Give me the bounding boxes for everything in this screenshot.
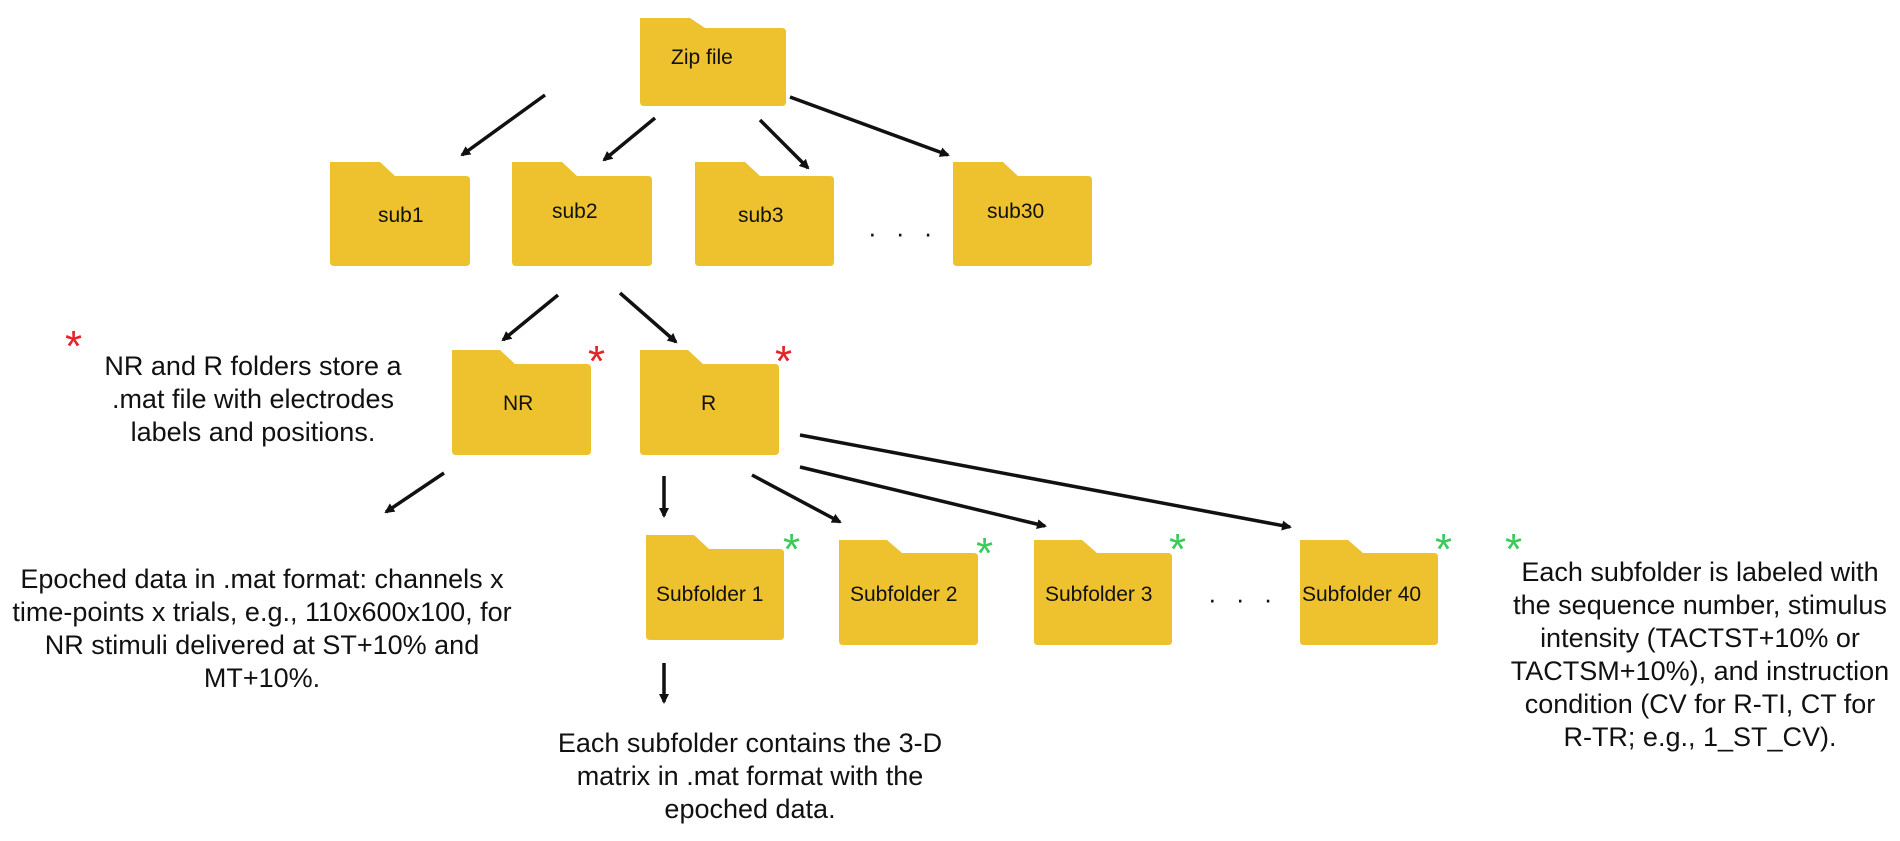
folder-r: R [640, 350, 779, 455]
folder-sub2: sub2 [512, 162, 652, 266]
green-star-subfolder40-icon: * [1435, 525, 1453, 574]
folder-label: NR [503, 392, 533, 415]
subfolder-matrix-note: Each subfolder contains the 3-D matrix i… [557, 728, 943, 824]
folder-sub3: sub3 [695, 162, 834, 266]
folder-subfolder-40: Subfolder 40 [1300, 540, 1438, 645]
folder-label: Subfolder 2 [850, 583, 957, 606]
folder-icon [330, 162, 470, 266]
red-star-nr-icon: * [588, 337, 606, 386]
arrow-r-to-subfolder40 [799, 433, 1292, 531]
nr-r-folders-note: NR and R folders store a .mat file with … [104, 351, 402, 447]
folder-label: sub3 [738, 204, 784, 227]
folder-icon [646, 535, 784, 640]
green-star-subfolder3-icon: * [1169, 525, 1187, 574]
folder-nr: NR [452, 350, 591, 455]
arrow-zip-to-sub30 [789, 95, 950, 157]
arrow-zip-to-sub2 [602, 116, 657, 162]
folder-icon [1034, 540, 1172, 645]
arrow-r-to-subfolder2 [751, 473, 842, 524]
epoched-data-note: Epoched data in .mat format: channels x … [12, 564, 512, 693]
folder-icon [640, 350, 779, 455]
folder-label: sub1 [378, 204, 424, 227]
folder-icon [512, 162, 652, 266]
folder-subfolder-2: Subfolder 2 [839, 540, 978, 645]
green-star-subfolder2-icon: * [976, 529, 994, 578]
folder-label: R [701, 392, 716, 415]
arrows [384, 93, 1292, 704]
folder-subfolder-3: Subfolder 3 [1034, 540, 1172, 645]
arrow-sub2-to-r [618, 291, 678, 344]
folder-icon [695, 162, 834, 266]
folder-label: Subfolder 1 [656, 583, 763, 606]
arrow-zip-to-sub3 [758, 118, 810, 170]
arrow-r-to-subfolder3 [799, 465, 1047, 529]
folder-icon [452, 350, 591, 455]
subfolder-label-note: Each subfolder is labeled with the seque… [1510, 557, 1890, 752]
folder-icon [953, 162, 1092, 266]
folder-icon [1300, 540, 1438, 645]
folder-icon [839, 540, 978, 645]
folder-sub1: sub1 [330, 162, 470, 266]
red-star-r-icon: * [775, 337, 793, 386]
arrow-nr-to-epoched [384, 471, 445, 514]
folder-label: sub30 [987, 200, 1044, 223]
folder-label: Subfolder 40 [1302, 583, 1421, 606]
ellipsis-sub-folders: · · · [868, 218, 939, 248]
folder-icon [640, 18, 786, 106]
green-star-note-icon: * [1505, 525, 1523, 574]
green-star-subfolder1-icon: * [783, 525, 801, 574]
arrow-sub2-to-nr [501, 293, 560, 342]
ellipsis-subfolders: · · · [1208, 584, 1279, 614]
folder-label: Zip file [671, 46, 733, 69]
folder-zip-file: Zip file [640, 18, 786, 106]
folder-sub30: sub30 [953, 162, 1092, 266]
red-star-note-icon: * [65, 322, 83, 371]
folder-label: sub2 [552, 200, 598, 223]
arrow-zip-to-sub1 [460, 93, 547, 157]
folder-subfolder-1: Subfolder 1 [646, 535, 784, 640]
folder-label: Subfolder 3 [1045, 583, 1152, 606]
